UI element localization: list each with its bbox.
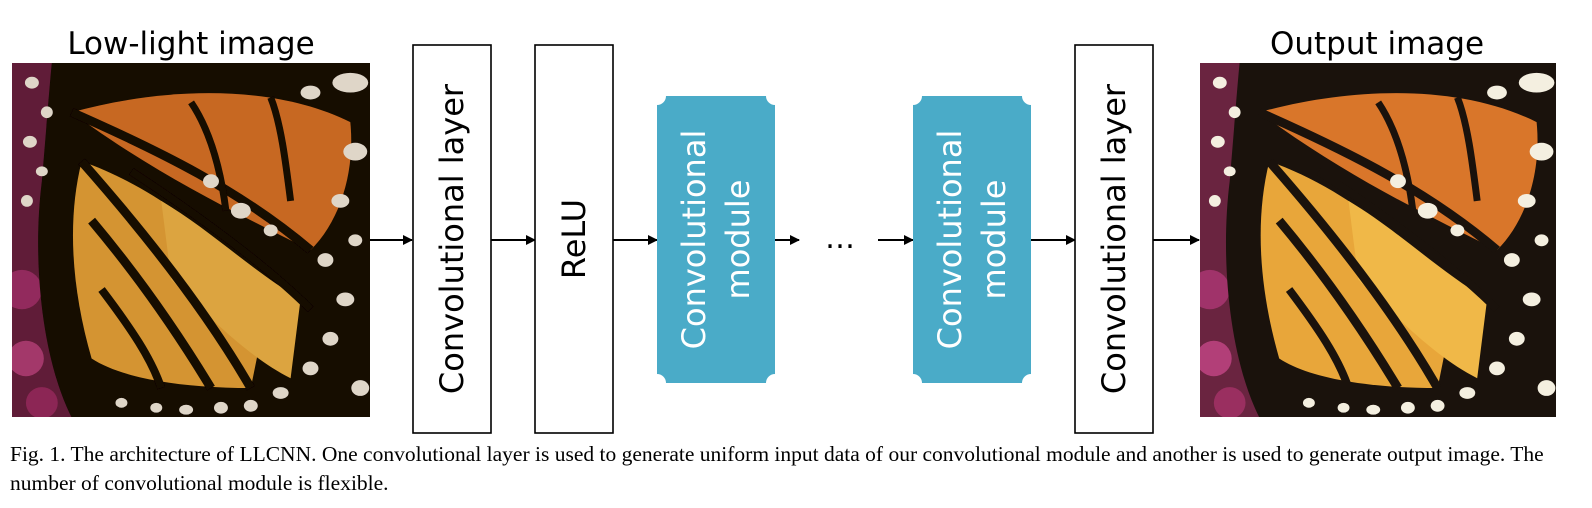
low-light-image bbox=[2, 63, 370, 419]
node-conv1: Convolutional layer bbox=[412, 44, 492, 434]
module2-label-line-1: Convolutional bbox=[931, 130, 969, 350]
module1-label-line-2: module bbox=[719, 180, 757, 300]
relu-box bbox=[534, 44, 614, 434]
architecture-diagram: Low-light image Output image Convolution… bbox=[0, 26, 1592, 434]
output-image bbox=[1190, 63, 1556, 419]
conv1-label-line-1: Convolutional layer bbox=[433, 83, 471, 394]
node-relu: ReLU bbox=[534, 44, 614, 434]
node-ellipsis: … bbox=[825, 221, 855, 256]
relu-label-line-1: ReLU bbox=[555, 199, 593, 279]
node-conv2: Convolutional layer bbox=[1074, 44, 1154, 434]
module2-label-line-2: module bbox=[975, 180, 1013, 300]
module2-box bbox=[913, 96, 1031, 383]
figure-caption: Fig. 1. The architecture of LLCNN. One c… bbox=[10, 442, 1544, 495]
conv2-label-line-1: Convolutional layer bbox=[1095, 83, 1133, 394]
module1-box bbox=[657, 96, 775, 383]
conv1-box bbox=[412, 44, 492, 434]
output-image-title: Output image bbox=[1270, 26, 1484, 62]
conv2-box bbox=[1074, 44, 1154, 434]
ellipsis-label: … bbox=[825, 221, 855, 256]
input-image-title: Low-light image bbox=[67, 26, 314, 62]
module1-label-line-1: Convolutional bbox=[675, 130, 713, 350]
